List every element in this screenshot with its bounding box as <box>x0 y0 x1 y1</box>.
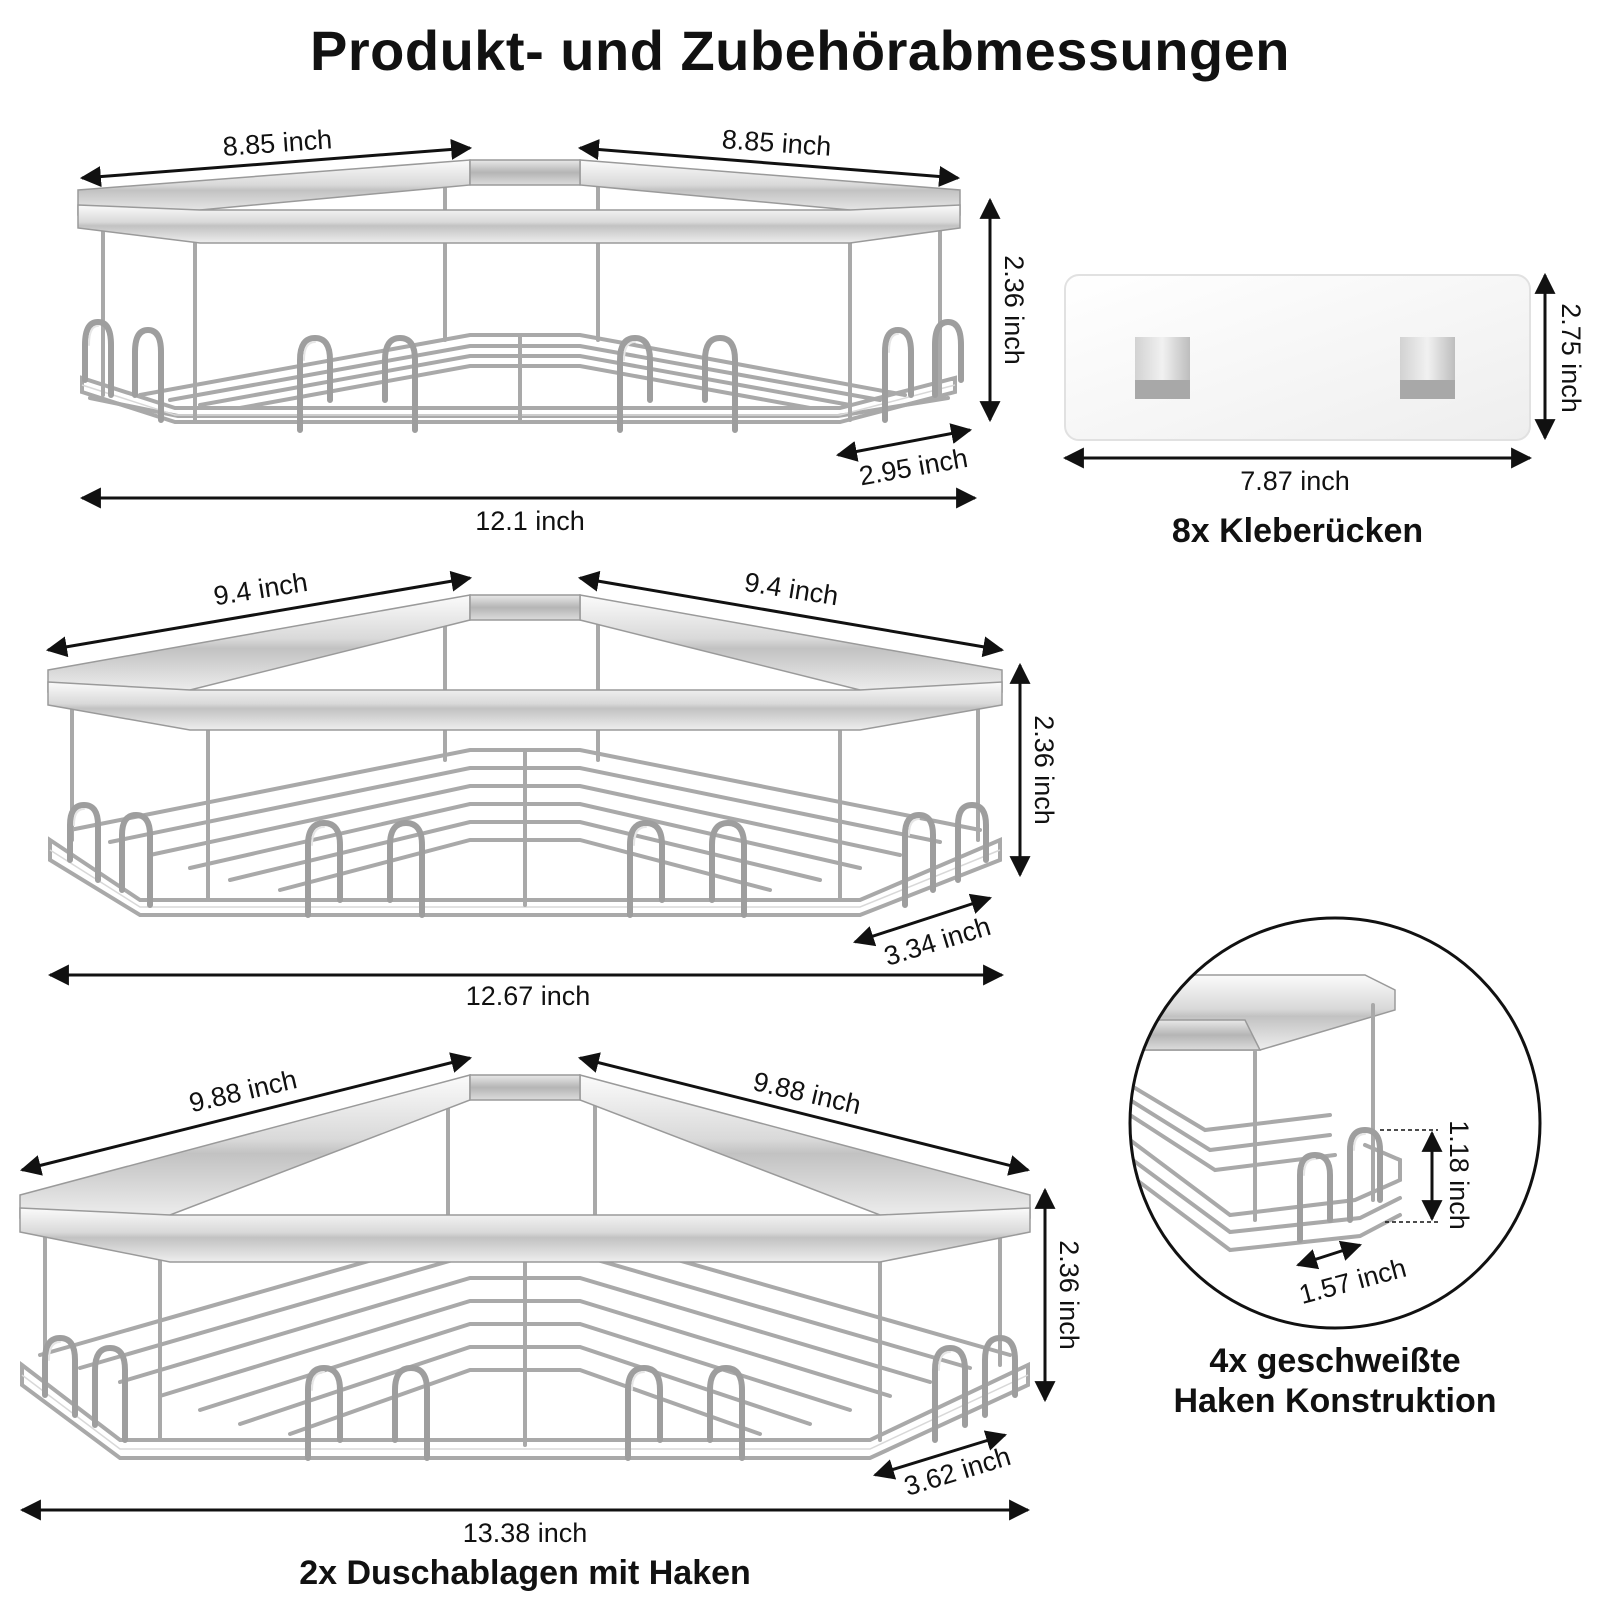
adhesive-height: 2.75 inch <box>1556 303 1586 413</box>
shelf-medium-depth: 3.34 inch <box>881 911 995 972</box>
shelf-medium-height: 2.36 inch <box>1029 715 1059 825</box>
shelf-medium-width: 12.67 inch <box>466 981 591 1011</box>
shelf-large-width: 13.38 inch <box>463 1518 588 1548</box>
page-title: Produkt- und Zubehörabmessungen <box>310 19 1290 82</box>
adhesive-clip-right <box>1400 337 1455 399</box>
shelf-small-width: 12.1 inch <box>475 506 585 536</box>
shelf-small-rim <box>77 159 961 244</box>
shelf-small-dimensions: 8.85 inch 8.85 inch 2.36 inch 2.95 inch … <box>79 124 1029 536</box>
hook-detail: 1.18 inch 1.57 inch <box>1128 916 1542 1330</box>
shelf-medium-side-a: 9.4 inch <box>212 567 310 611</box>
hook-caption-line2: Haken Konstruktion <box>1173 1382 1497 1420</box>
shelf-large-side-b: 9.88 inch <box>750 1066 864 1120</box>
shelf-medium-dimensions: 9.4 inch 9.4 inch 2.36 inch 3.34 inch 12… <box>45 567 1059 1011</box>
shelf-medium: 9.4 inch 9.4 inch 2.36 inch 3.34 inch 12… <box>45 567 1059 1011</box>
shelf-small-depth: 2.95 inch <box>857 443 970 492</box>
adhesive-clip-left <box>1135 337 1190 399</box>
shelf-small: 8.85 inch 8.85 inch 2.36 inch 2.95 inch … <box>77 124 1029 536</box>
shelf-large-side-a: 9.88 inch <box>186 1064 300 1118</box>
shelves-caption: 2x Duschablagen mit Haken <box>299 1554 751 1592</box>
shelf-medium-basket <box>48 610 1002 918</box>
hook-caption-line1: 4x geschweißte <box>1209 1342 1461 1380</box>
adhesive-width: 7.87 inch <box>1240 466 1350 496</box>
shelf-medium-side-b: 9.4 inch <box>742 567 840 611</box>
adhesive-caption: 8x Kleberücken <box>1171 512 1424 550</box>
shelf-medium-rim <box>47 594 1003 731</box>
shelf-small-side-b: 8.85 inch <box>721 124 832 162</box>
shelf-large-height: 2.36 inch <box>1054 1240 1084 1350</box>
shelf-small-side-a: 8.85 inch <box>222 124 333 162</box>
adhesive-pad: 2.75 inch 7.87 inch <box>1062 272 1586 496</box>
hook-height: 1.18 inch <box>1444 1120 1474 1230</box>
shelf-large-basket <box>20 1088 1030 1461</box>
shelf-large-rim <box>19 1074 1031 1263</box>
shelf-small-basket <box>80 170 964 433</box>
shelf-large: 9.88 inch 9.88 inch 2.36 inch 3.62 inch … <box>19 1052 1084 1548</box>
shelf-small-height: 2.36 inch <box>999 255 1029 365</box>
